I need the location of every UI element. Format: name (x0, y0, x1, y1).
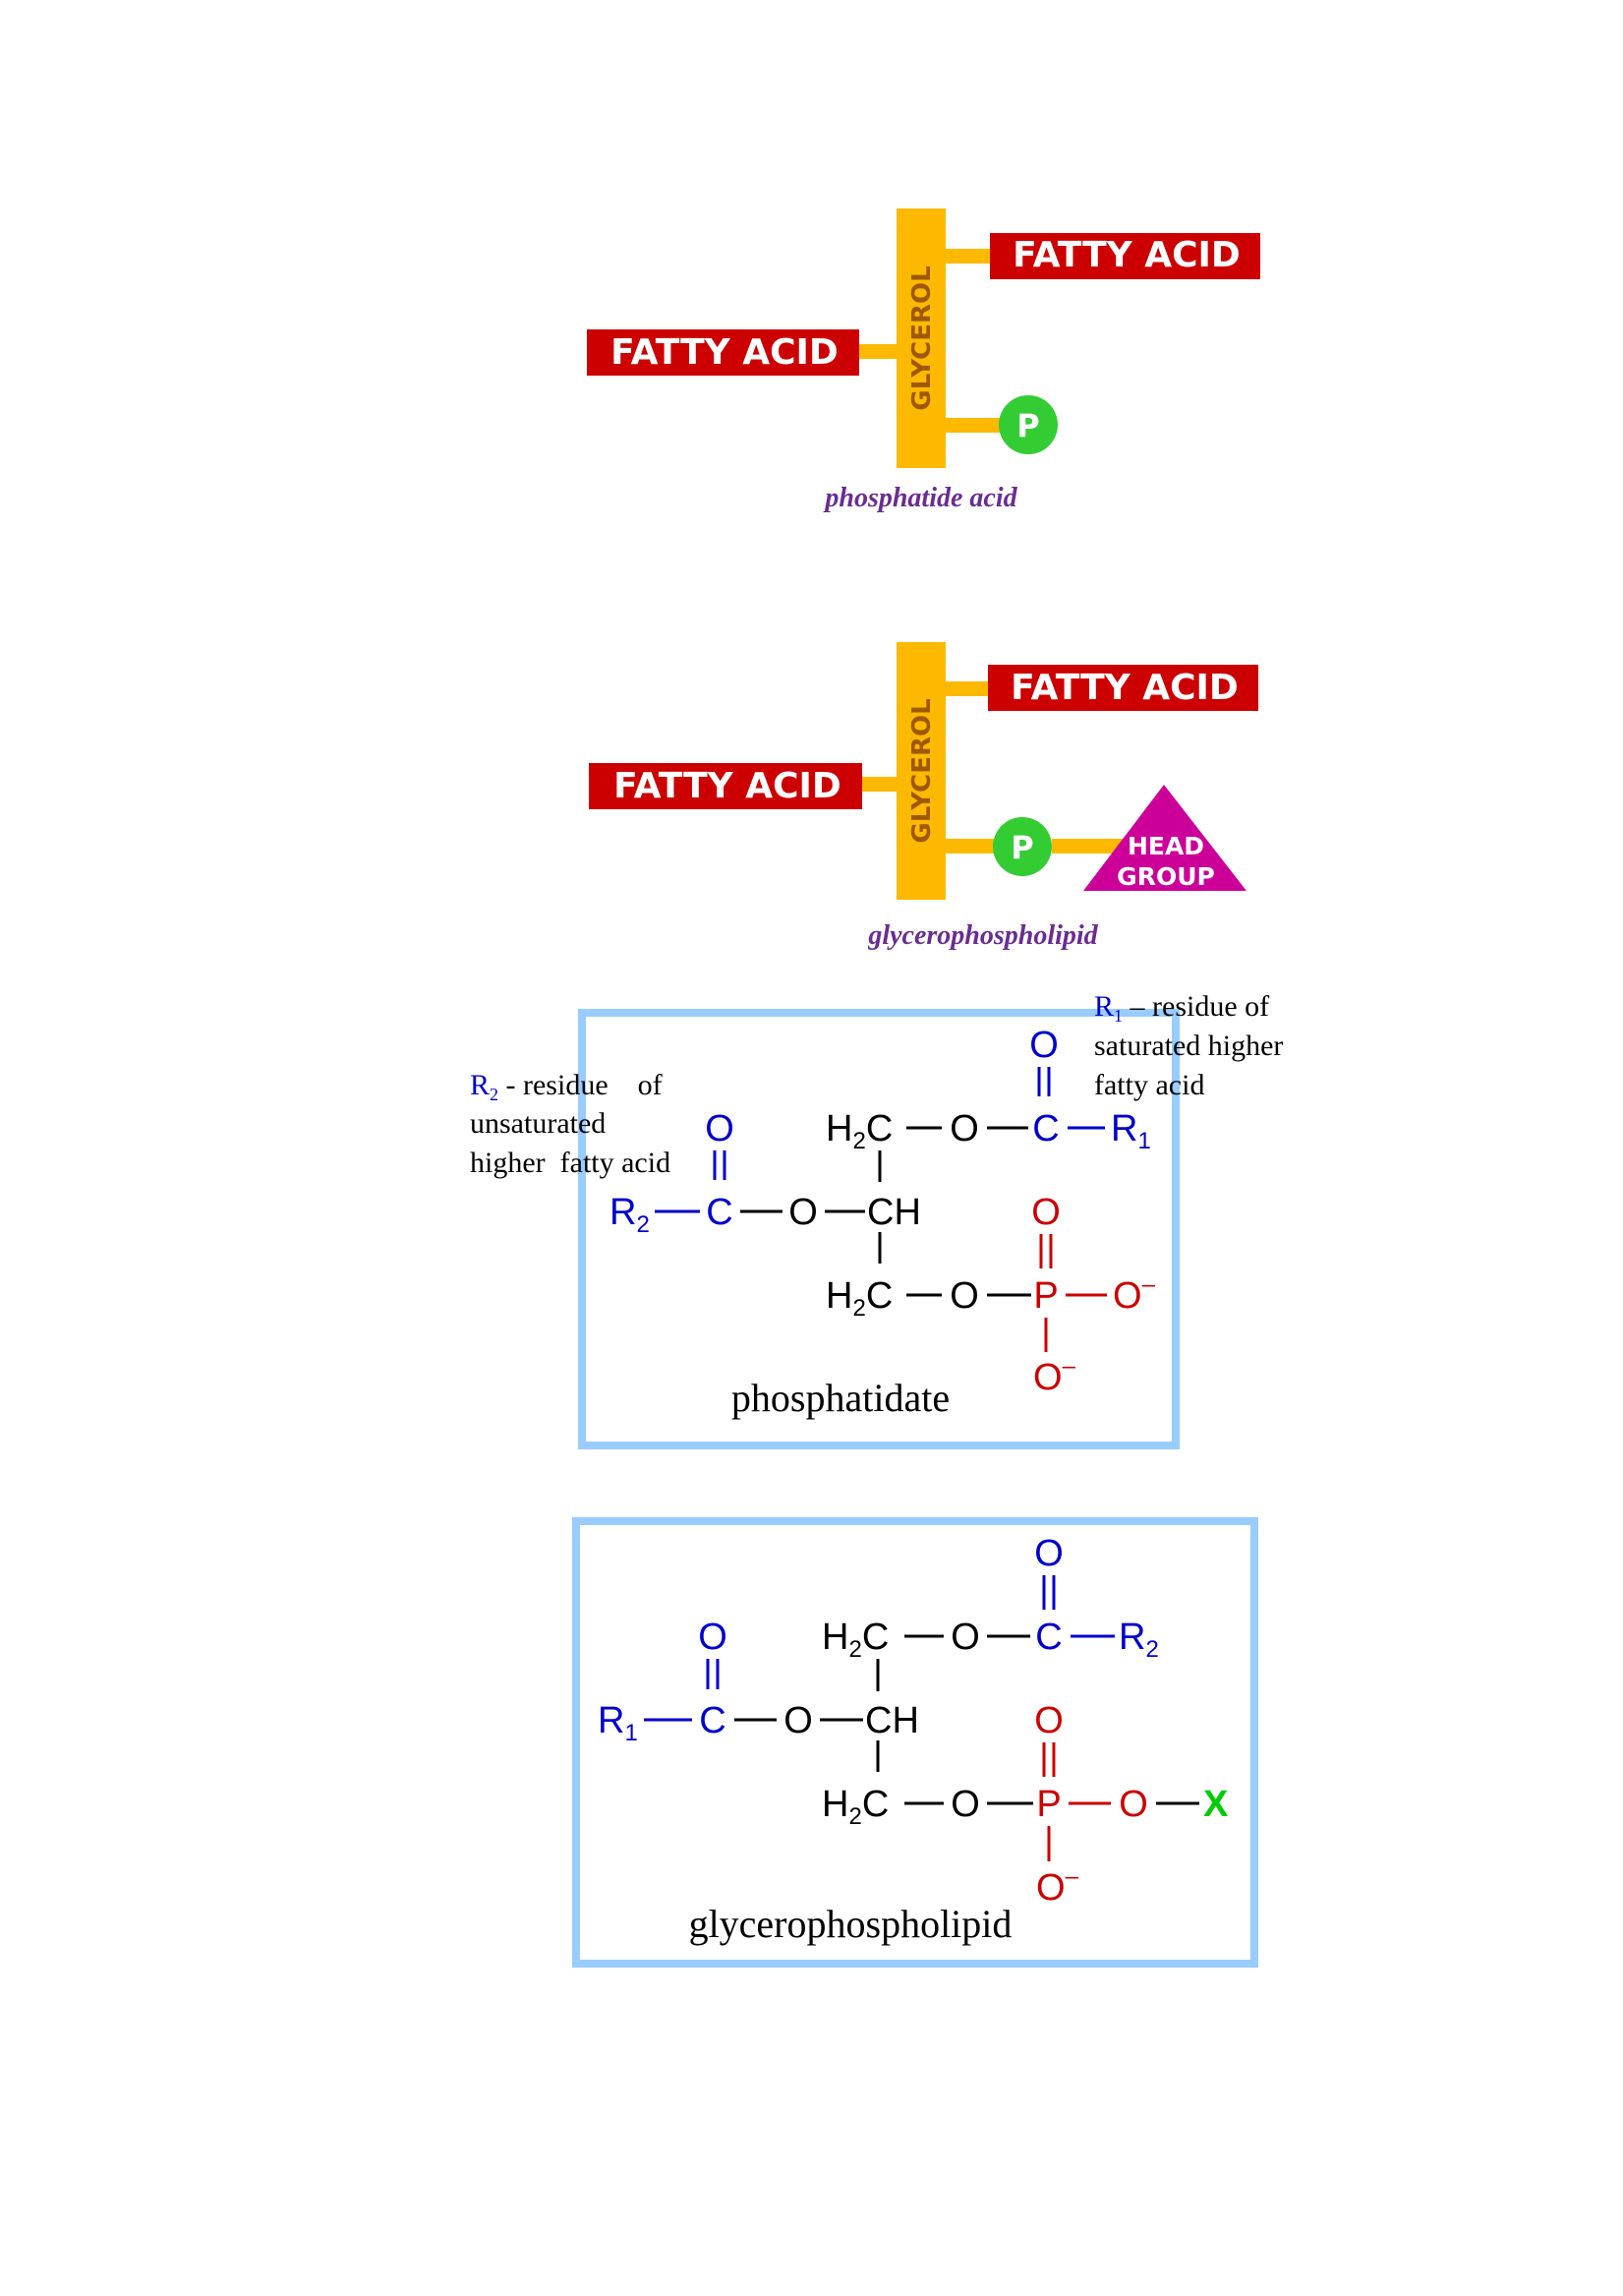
glycerol-label: GLYCEROL (907, 698, 937, 843)
x-substituent: X (1203, 1784, 1229, 1825)
r1-subscript: 1 (1114, 1006, 1123, 1026)
phosphorus-atom: P (1033, 1275, 1058, 1317)
phosphatidate-frame (578, 1009, 1180, 1449)
r-group-top: R1 (1111, 1108, 1151, 1154)
fatty-acid-left-label: FATTY ACID (610, 332, 839, 373)
r2-note-line2: unsaturated (470, 1107, 606, 1140)
connector-left (855, 344, 904, 359)
glycerol-bar (897, 642, 946, 900)
carbonyl-carbon-top: C (1032, 1108, 1059, 1149)
glycerophospholipid-formula-caption: glycerophospholipid (689, 1902, 1013, 1946)
fatty-acid-top-box (990, 233, 1260, 279)
carbonyl-oxygen-top: O (1029, 1025, 1059, 1066)
r1-note-line1: R1 – residue of (1094, 990, 1269, 1026)
fatty-acid-top-box (988, 665, 1258, 711)
ch-center: CH (867, 1192, 921, 1233)
r2-note-text: - residue of (498, 1069, 663, 1101)
h2c-top: H2C (826, 1108, 893, 1154)
phosphate-label: P (1016, 407, 1039, 444)
carbonyl-carbon-top: C (1035, 1617, 1062, 1658)
r1-symbol: R (1094, 990, 1114, 1023)
carbonyl-carbon-left: C (706, 1192, 732, 1233)
carbonyl-carbon-left: C (699, 1700, 725, 1741)
ester-oxygen-top: O (950, 1108, 979, 1149)
phosphate-oxygen-bottom: O– (1036, 1863, 1079, 1909)
phosphoryl-oxygen: O (1034, 1700, 1064, 1741)
phosphorus-atom: P (1036, 1784, 1061, 1825)
connector-top (944, 681, 998, 696)
h2c-bottom: H2C (826, 1275, 893, 1322)
r1-note-text: – residue of (1123, 990, 1269, 1023)
r-group-top: R2 (1119, 1617, 1159, 1663)
glycerophospholipid-frame (572, 1517, 1258, 1968)
ester-oxygen-left: O (783, 1700, 813, 1741)
fatty-acid-left-label: FATTY ACID (613, 766, 841, 806)
phosphatidate-formula: R1 – residue of saturated higher fatty a… (470, 990, 1283, 1449)
phosphatidate-caption: phosphatidate (731, 1376, 950, 1420)
phosphate-oxygen-bottom: O– (1033, 1353, 1076, 1398)
head-group-triangle (1083, 785, 1246, 891)
ester-oxygen-top: O (951, 1617, 980, 1658)
phosphate-label: P (1011, 829, 1033, 866)
phosphate-circle (999, 395, 1058, 454)
r1-note-line2: saturated higher (1094, 1030, 1283, 1062)
phosphoester-oxygen: O (950, 1275, 979, 1317)
carbonyl-oxygen-left: O (698, 1617, 727, 1658)
phosphatide-acid-schematic: GLYCEROL FATTY ACID FATTY ACID P phospha… (587, 208, 1260, 513)
r2-note-line3: higher fatty acid (470, 1147, 670, 1179)
head-group-label-line2: GROUP (1117, 862, 1215, 891)
glycerol-bar (897, 208, 946, 468)
fatty-acid-left-box (589, 763, 862, 809)
connector-left (855, 777, 904, 792)
glycerophospholipid-caption: glycerophospholipid (867, 920, 1098, 951)
phosphatide-acid-caption: phosphatide acid (823, 483, 1017, 513)
ester-oxygen-left: O (788, 1192, 818, 1233)
r-group-left: R2 (609, 1192, 650, 1238)
carbonyl-oxygen-left: O (705, 1108, 734, 1149)
fatty-acid-top-label: FATTY ACID (1013, 235, 1241, 275)
glycerophospholipid-formula: O H2C O C R2 CH O R1 C O H2C O P O O (572, 1517, 1258, 1968)
ch-center: CH (865, 1700, 919, 1741)
r1-note-line3: fatty acid (1094, 1069, 1204, 1101)
h2c-bottom: H2C (822, 1784, 889, 1830)
carbonyl-oxygen-top: O (1034, 1533, 1064, 1574)
phosphoester-oxygen: O (951, 1784, 980, 1825)
h2c-top: H2C (822, 1617, 889, 1663)
r2-subscript: 2 (490, 1085, 498, 1104)
fatty-acid-top-label: FATTY ACID (1011, 668, 1239, 708)
fatty-acid-left-box (587, 329, 859, 376)
connector-top (944, 249, 998, 264)
phosphate-circle (993, 817, 1052, 876)
glycerophospholipid-schematic: GLYCEROL FATTY ACID FATTY ACID P HEAD GR… (589, 642, 1258, 951)
phosphate-oxygen-right: O (1119, 1784, 1148, 1825)
r-group-left: R1 (598, 1700, 638, 1746)
glycerol-label: GLYCEROL (907, 265, 937, 410)
r2-note-line1: R2 - residue of (470, 1069, 663, 1104)
phosphate-oxygen-right: O– (1113, 1271, 1156, 1317)
head-group-label-line1: HEAD (1128, 832, 1204, 860)
phosphoryl-oxygen: O (1031, 1192, 1061, 1233)
r2-symbol: R (470, 1069, 490, 1101)
